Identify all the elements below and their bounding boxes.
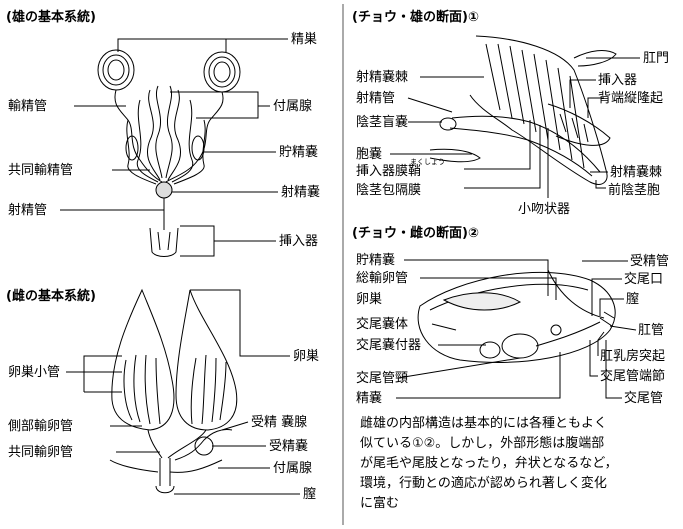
label-ejaculatory-duct: 射精管 [8,203,48,218]
female-leader-lines [66,289,300,495]
label-ejaculatory-sac: 射精嚢 [281,185,321,200]
male-system-drawing [97,49,241,257]
label-anellus: 前陰茎胞 [608,183,661,198]
butterfly-male-title: (チョウ・雄の断面)① [352,10,479,25]
female-system-drawing [109,288,238,494]
label-common-oviduct: 共同輸卵管 [8,445,74,460]
description-line: 環境，行動との適応が認められ著しく変化 [360,476,607,491]
label-anal-tube: 肛管 [638,323,665,338]
male-basic-title: (雄の基本系統) [6,10,96,25]
label-vagina: 膣 [303,487,317,502]
label-ovariole: 卵巣小管 [8,365,61,380]
female-basic-title: (雌の基本系統) [6,289,96,304]
label-ductus-bursae: 交尾管 [624,391,664,406]
label-cornuti-bottom: 射精嚢棘 [610,165,663,180]
label-butterfly-ejaculatory-duct: 射精管 [356,91,396,106]
label-aedeagus: 挿入器 [598,73,638,88]
description-line: が尾毛や尾肢となったり，弁状となるなど， [360,456,618,471]
label-vesica: 胞嚢 [356,147,383,162]
label-aedeagus-sheath: 挿入器膜鞘 [356,164,422,179]
label-cervix-bursae: 交尾管頸 [356,371,409,386]
label-ductus-seminalis: 受精管 [630,254,670,269]
label-intromittent-organ: 挿入器 [279,234,319,249]
label-seminal-vesicle: 貯精嚢 [279,145,319,160]
label-common-vas-deferens: 共同輸精管 [8,163,74,178]
label-lateral-oviduct: 側部輸卵管 [8,419,74,434]
label-ovary: 卵巣 [293,349,320,364]
label-cornuti-top: 射精嚢棘 [356,70,409,85]
butterfly-female-title: (チョウ・雌の断面)② [352,226,479,241]
ruby-makushou: まくしょう [410,158,445,166]
butterfly-female-drawing [417,269,616,363]
male-leader-lines [60,38,288,257]
label-saccus: 小吻状器 [518,202,571,217]
description-paragraph: 雌雄の内部構造は基本的には各種ともよく 似ている①②。しかし，外部形態は腹端部 … [360,414,678,514]
label-appendix-bursae: 交尾嚢付器 [356,338,422,353]
description-line: 雌雄の内部構造は基本的には各種ともよく [360,416,608,431]
label-ductus-terminal: 交尾管端節 [600,369,666,384]
label-common-oviduct-butterfly: 総輸卵管 [356,271,409,286]
label-female-accessory-gland: 付属腺 [273,461,313,476]
label-corpus-bursae: 交尾嚢体 [356,317,409,332]
label-vas-deferens: 輸精管 [8,99,48,114]
label-spermathecal-gland: 受精 嚢腺 [251,415,308,430]
description-line: に富む [360,496,400,511]
label-caecum-penis: 陰茎盲嚢 [356,115,409,130]
label-testis: 精巣 [291,32,318,47]
label-butterfly-vagina: 膣 [626,292,640,307]
label-papilla-analis: 肛乳房突起 [600,349,666,364]
label-ostium-bursae: 交尾口 [624,272,664,287]
label-accessory-gland: 付属腺 [273,99,313,114]
label-dorsal-ridge: 背端縦隆起 [598,91,664,106]
label-diaphragma: 陰茎包隔膜 [356,183,422,198]
butterfly-male-drawing [429,35,617,185]
label-anus: 肛門 [643,51,670,66]
description-line: 似ている①②。しかし，外部形態は腹端部 [360,436,605,451]
butterfly-female-leader-lines [396,259,637,399]
label-butterfly-ovary: 卵巣 [356,292,383,307]
label-spermatheca: 受精嚢 [269,439,309,454]
label-seminal-sac: 精嚢 [356,391,383,406]
label-female-seminal-vesicle: 貯精嚢 [356,253,396,268]
butterfly-male-leader-lines [390,57,640,198]
